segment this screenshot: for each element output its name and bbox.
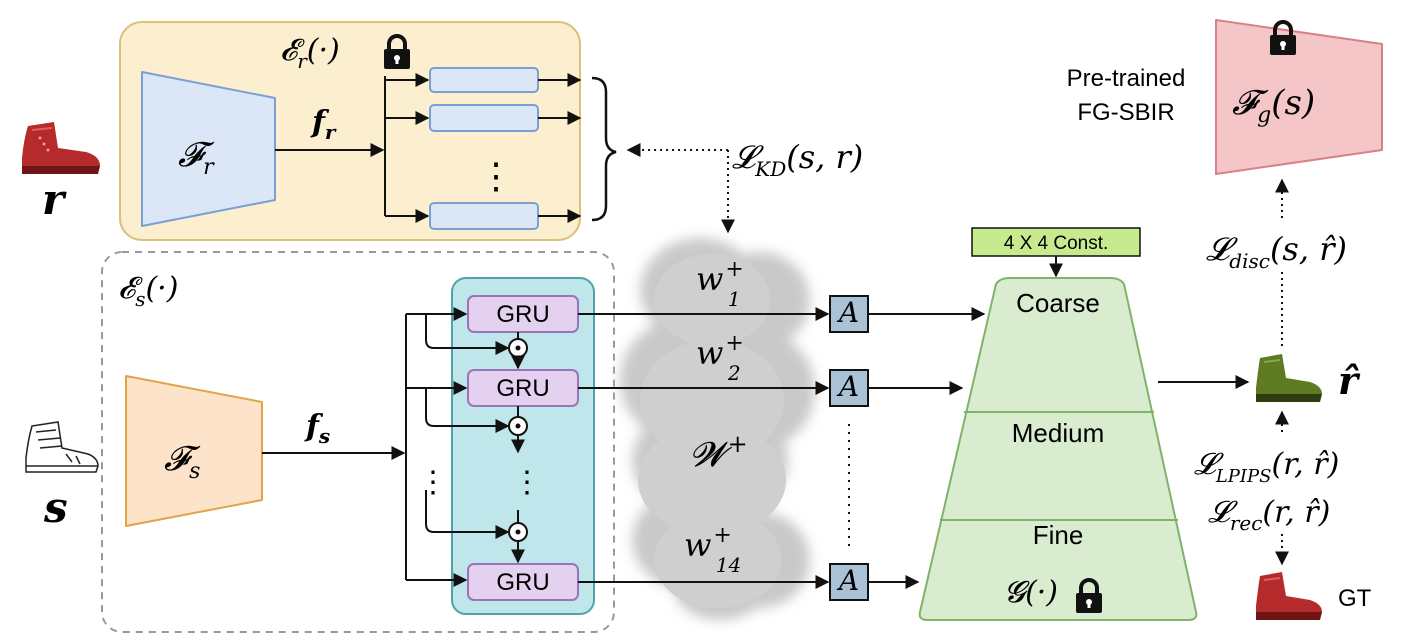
affine-box <box>829 295 869 333</box>
teacher-feature-box <box>429 202 539 230</box>
generator-trapezoid <box>918 277 1198 621</box>
student-vdots-left: ⋮ <box>418 465 448 500</box>
disc-loss-label: 𝓛disc(s, r̂) <box>1206 230 1347 273</box>
generator-level-medium: Medium <box>1012 418 1104 448</box>
teacher-feature-box <box>429 67 539 93</box>
fgsbir-caption-line1: Pre-trained <box>1067 65 1186 92</box>
lock-icon <box>1270 20 1296 55</box>
rec-loss-label: 𝓛rec(r, r̂) <box>1208 495 1330 535</box>
student-encoder-panel <box>101 251 615 633</box>
sketch-input-label: s <box>43 483 68 532</box>
output-label: r̂ <box>1338 358 1361 403</box>
generator-label: 𝓖(·) <box>1004 575 1058 610</box>
photo-shoe-image <box>22 122 100 174</box>
fgsbir-model <box>1215 19 1383 175</box>
generator-level-fine: Fine <box>1033 520 1084 550</box>
lock-icon <box>384 34 410 69</box>
w14-label: w+14 <box>684 523 741 577</box>
gru-label: GRU <box>496 375 549 402</box>
affine-label: A <box>836 296 859 329</box>
gt-label: GT <box>1338 585 1372 612</box>
output-shoe-image <box>1256 354 1322 402</box>
lock-icon <box>1076 578 1102 613</box>
gt-shoe-image <box>1256 572 1322 620</box>
student-encoder-label: 𝓔s(·) <box>118 271 178 311</box>
const-input-label: 4 X 4 Const. <box>1004 233 1109 254</box>
fgsbir-model-label: 𝓕g(s) <box>1232 83 1315 128</box>
affine-box <box>829 369 869 407</box>
student-vdots-center: ⋮ <box>512 465 542 500</box>
w1-label: w+1 <box>696 257 744 311</box>
teacher-feature-box <box>429 104 539 132</box>
w2-label: w+2 <box>696 331 744 385</box>
lpips-loss-label: 𝓛LPIPS(r, r̂) <box>1194 447 1339 487</box>
student-feature-label: fs <box>304 409 330 448</box>
teacher-backbone <box>141 71 276 227</box>
affine-label: A <box>836 564 859 597</box>
gru-label: GRU <box>496 301 549 328</box>
kd-loss-label: 𝓛KD(s, r) <box>732 138 863 181</box>
student-backbone <box>125 375 263 527</box>
affine-box <box>829 563 869 601</box>
hadamard-node <box>508 522 528 542</box>
latent-space-cloud-core <box>638 254 786 608</box>
skip-arrow <box>425 314 510 355</box>
teacher-brace <box>591 76 617 222</box>
hadamard-node <box>508 416 528 436</box>
photo-input-label: r <box>42 175 67 224</box>
teacher-vdots: ⋮ <box>478 156 514 197</box>
sketch-shoe-image <box>25 421 99 473</box>
generator-level-coarse: Coarse <box>1016 288 1100 318</box>
fgsbir-caption-line2: FG-SBIR <box>1077 99 1174 126</box>
skip-arrow <box>425 490 510 539</box>
const-input-box <box>971 227 1141 257</box>
teacher-encoder-label: 𝓔r(·) <box>280 33 340 73</box>
affine-label: A <box>836 370 859 403</box>
student-backbone-label: 𝓕s <box>164 439 201 484</box>
gru-label: GRU <box>496 569 549 596</box>
hadamard-node <box>508 338 528 358</box>
skip-arrow <box>425 388 510 433</box>
